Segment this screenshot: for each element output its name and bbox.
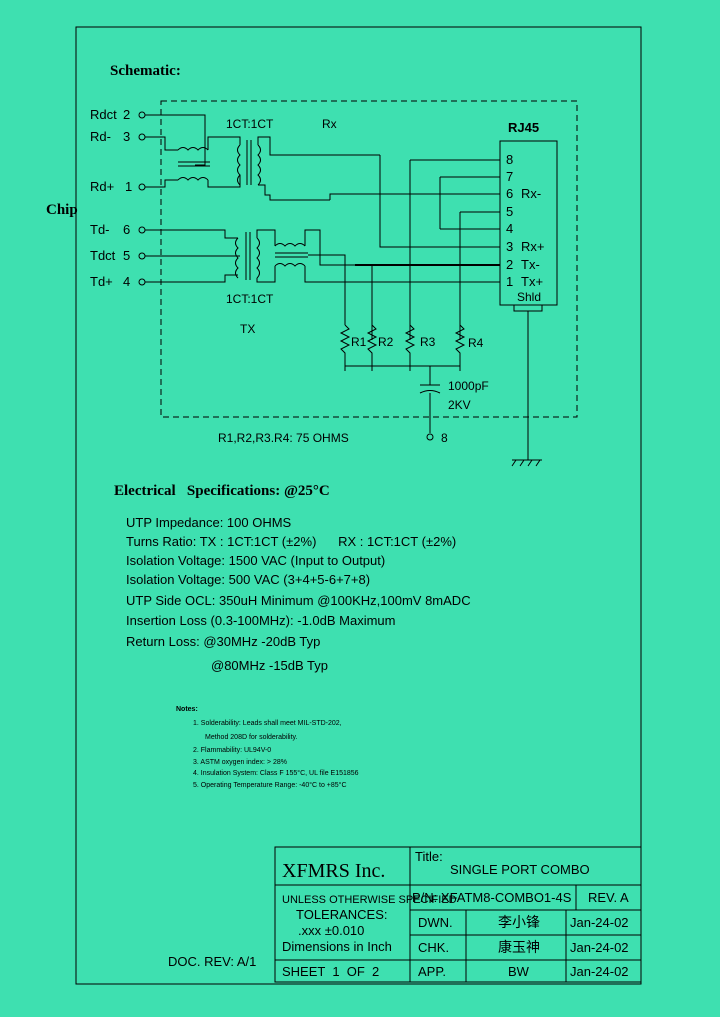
spec-line-5: UTP Side OCL: 350uH Minimum @100KHz,100m…	[126, 593, 471, 608]
left-pin-td-minus: Td- 6	[90, 222, 146, 237]
sheet-number: SHEET 1 OF 2	[282, 964, 379, 979]
rj45-pin-1-name: Tx+	[521, 274, 543, 289]
svg-text:5: 5	[123, 248, 130, 263]
svg-text:Rdct: Rdct	[90, 107, 117, 122]
chk-label: CHK.	[418, 940, 449, 955]
ground-icon	[511, 455, 542, 467]
left-pin-tdct: Tdct 5	[90, 248, 146, 263]
rj45-pin-8: 8	[506, 152, 513, 167]
part-number: P/N: XFATM8-COMBO1-4S	[412, 890, 572, 905]
svg-text:4: 4	[123, 274, 130, 289]
svg-text:6: 6	[123, 222, 130, 237]
capacitor-value: 1000pF	[448, 379, 489, 393]
rj45-pin-3: 3	[506, 239, 513, 254]
spec-line-4: Isolation Voltage: 500 VAC (3+4+5-6+7+8)	[126, 572, 370, 587]
rj45-pin-2: 2	[506, 257, 513, 272]
dwn-signature: 李小锋	[498, 914, 540, 930]
note-2: 2. Flammability: UL94V-0	[193, 747, 271, 754]
svg-text:2: 2	[123, 107, 130, 122]
tolerance-value: .xxx ±0.010	[298, 923, 364, 938]
svg-text:Td+: Td+	[90, 274, 113, 289]
svg-text:Rd+: Rd+	[90, 179, 114, 194]
resistor-note: R1,R2,R3.R4: 75 OHMS	[218, 431, 349, 445]
rj45-pin-3-name: Rx+	[521, 239, 544, 254]
app-signature: BW	[508, 964, 530, 979]
spec-line-3: Isolation Voltage: 1500 VAC (Input to Ou…	[126, 553, 385, 568]
spec-line-1: UTP Impedance: 100 OHMS	[126, 515, 292, 530]
note-1-cont: Method 208D for solderability.	[205, 734, 298, 741]
spec-line-6: Insertion Loss (0.3-100MHz): -1.0dB Maxi…	[126, 613, 395, 628]
left-pin-rd-minus: Rd- 3	[90, 129, 146, 144]
left-pin-rdct: Rdct 2	[90, 107, 146, 122]
resistor-r3-label: R3	[420, 335, 436, 349]
rj45-shield: Shld	[517, 290, 541, 304]
app-date: Jan-24-02	[570, 964, 629, 979]
left-pin-td-plus: Td+ 4	[90, 274, 146, 289]
revision: REV. A	[588, 890, 629, 905]
note-1: 1. Solderability: Leads shall meet MIL-S…	[193, 720, 342, 727]
resistor-r1-label: R1	[351, 335, 367, 349]
tx-ratio-label: 1CT:1CT	[226, 292, 274, 306]
rx-ratio-label: 1CT:1CT	[226, 117, 274, 131]
note-5: 5. Operating Temperature Range: -40°C to…	[193, 781, 347, 789]
note-3: 3. ASTM oxygen index: > 28%	[193, 759, 287, 766]
rj45-pin-4: 4	[506, 221, 513, 236]
rj45-title: RJ45	[508, 120, 539, 135]
resistor-r2-label: R2	[378, 335, 394, 349]
ground-pin-label: 8	[441, 431, 448, 445]
spec-line-7: Return Loss: @30MHz -20dB Typ	[126, 634, 320, 649]
resistor-r4-label: R4	[468, 336, 484, 350]
dwn-date: Jan-24-02	[570, 915, 629, 930]
chk-date: Jan-24-02	[570, 940, 629, 955]
rj45-pin-5: 5	[506, 204, 513, 219]
notes-heading: Notes:	[176, 706, 198, 713]
trace-bus	[329, 159, 500, 340]
rj45-pin-7: 7	[506, 169, 513, 184]
svg-text:1: 1	[125, 179, 132, 194]
termination-resistors	[339, 324, 466, 441]
rj45-pin-6-name: Rx-	[521, 186, 541, 201]
svg-text:Td-: Td-	[90, 222, 110, 237]
rj45-pin-2-name: Tx-	[521, 257, 540, 272]
tx-label: TX	[240, 322, 255, 336]
capacitor-voltage: 2KV	[448, 398, 471, 412]
svg-text:Tdct: Tdct	[90, 248, 116, 263]
rj45-pin-6: 6	[506, 186, 513, 201]
spec-line-8: @80MHz -15dB Typ	[211, 658, 328, 673]
tolerances-label: TOLERANCES:	[296, 907, 388, 922]
title-value: SINGLE PORT COMBO	[450, 862, 590, 877]
tx-transformer	[145, 229, 500, 325]
sheet-border	[75, 26, 642, 985]
title-block	[274, 846, 642, 983]
note-4: 4. Insulation System: Class F 155°C, UL …	[193, 769, 359, 777]
rj45-connector: RJ45 8 7 6 Rx- 5 4 3 Rx+ 2 Tx- 1 Tx+ Shl…	[499, 120, 558, 455]
company-name: XFMRS Inc.	[282, 860, 385, 882]
doc-revision: DOC. REV: A/1	[168, 954, 256, 969]
rx-label: Rx	[322, 117, 337, 131]
chip-label: Chip	[46, 202, 78, 218]
electrical-heading: Electrical Specifications: @25°C	[114, 483, 330, 499]
dwn-label: DWN.	[418, 915, 453, 930]
spec-line-2: Turns Ratio: TX : 1CT:1CT (±2%) RX : 1CT…	[126, 534, 456, 549]
svg-text:Rd-: Rd-	[90, 129, 111, 144]
rx-transformer	[145, 114, 500, 248]
left-pin-rd-plus: Rd+ 1	[90, 179, 146, 194]
title-label: Title:	[415, 849, 443, 864]
app-label: APP.	[418, 964, 446, 979]
unless-specified: UNLESS OTHERWISE SPECIFIED	[282, 894, 457, 906]
schematic-heading: Schematic:	[110, 63, 181, 79]
svg-text:3: 3	[123, 129, 130, 144]
rj45-pin-1: 1	[506, 274, 513, 289]
dimensions-unit: Dimensions in Inch	[282, 939, 392, 954]
module-boundary	[160, 100, 578, 418]
chk-signature: 康玉神	[498, 939, 540, 955]
